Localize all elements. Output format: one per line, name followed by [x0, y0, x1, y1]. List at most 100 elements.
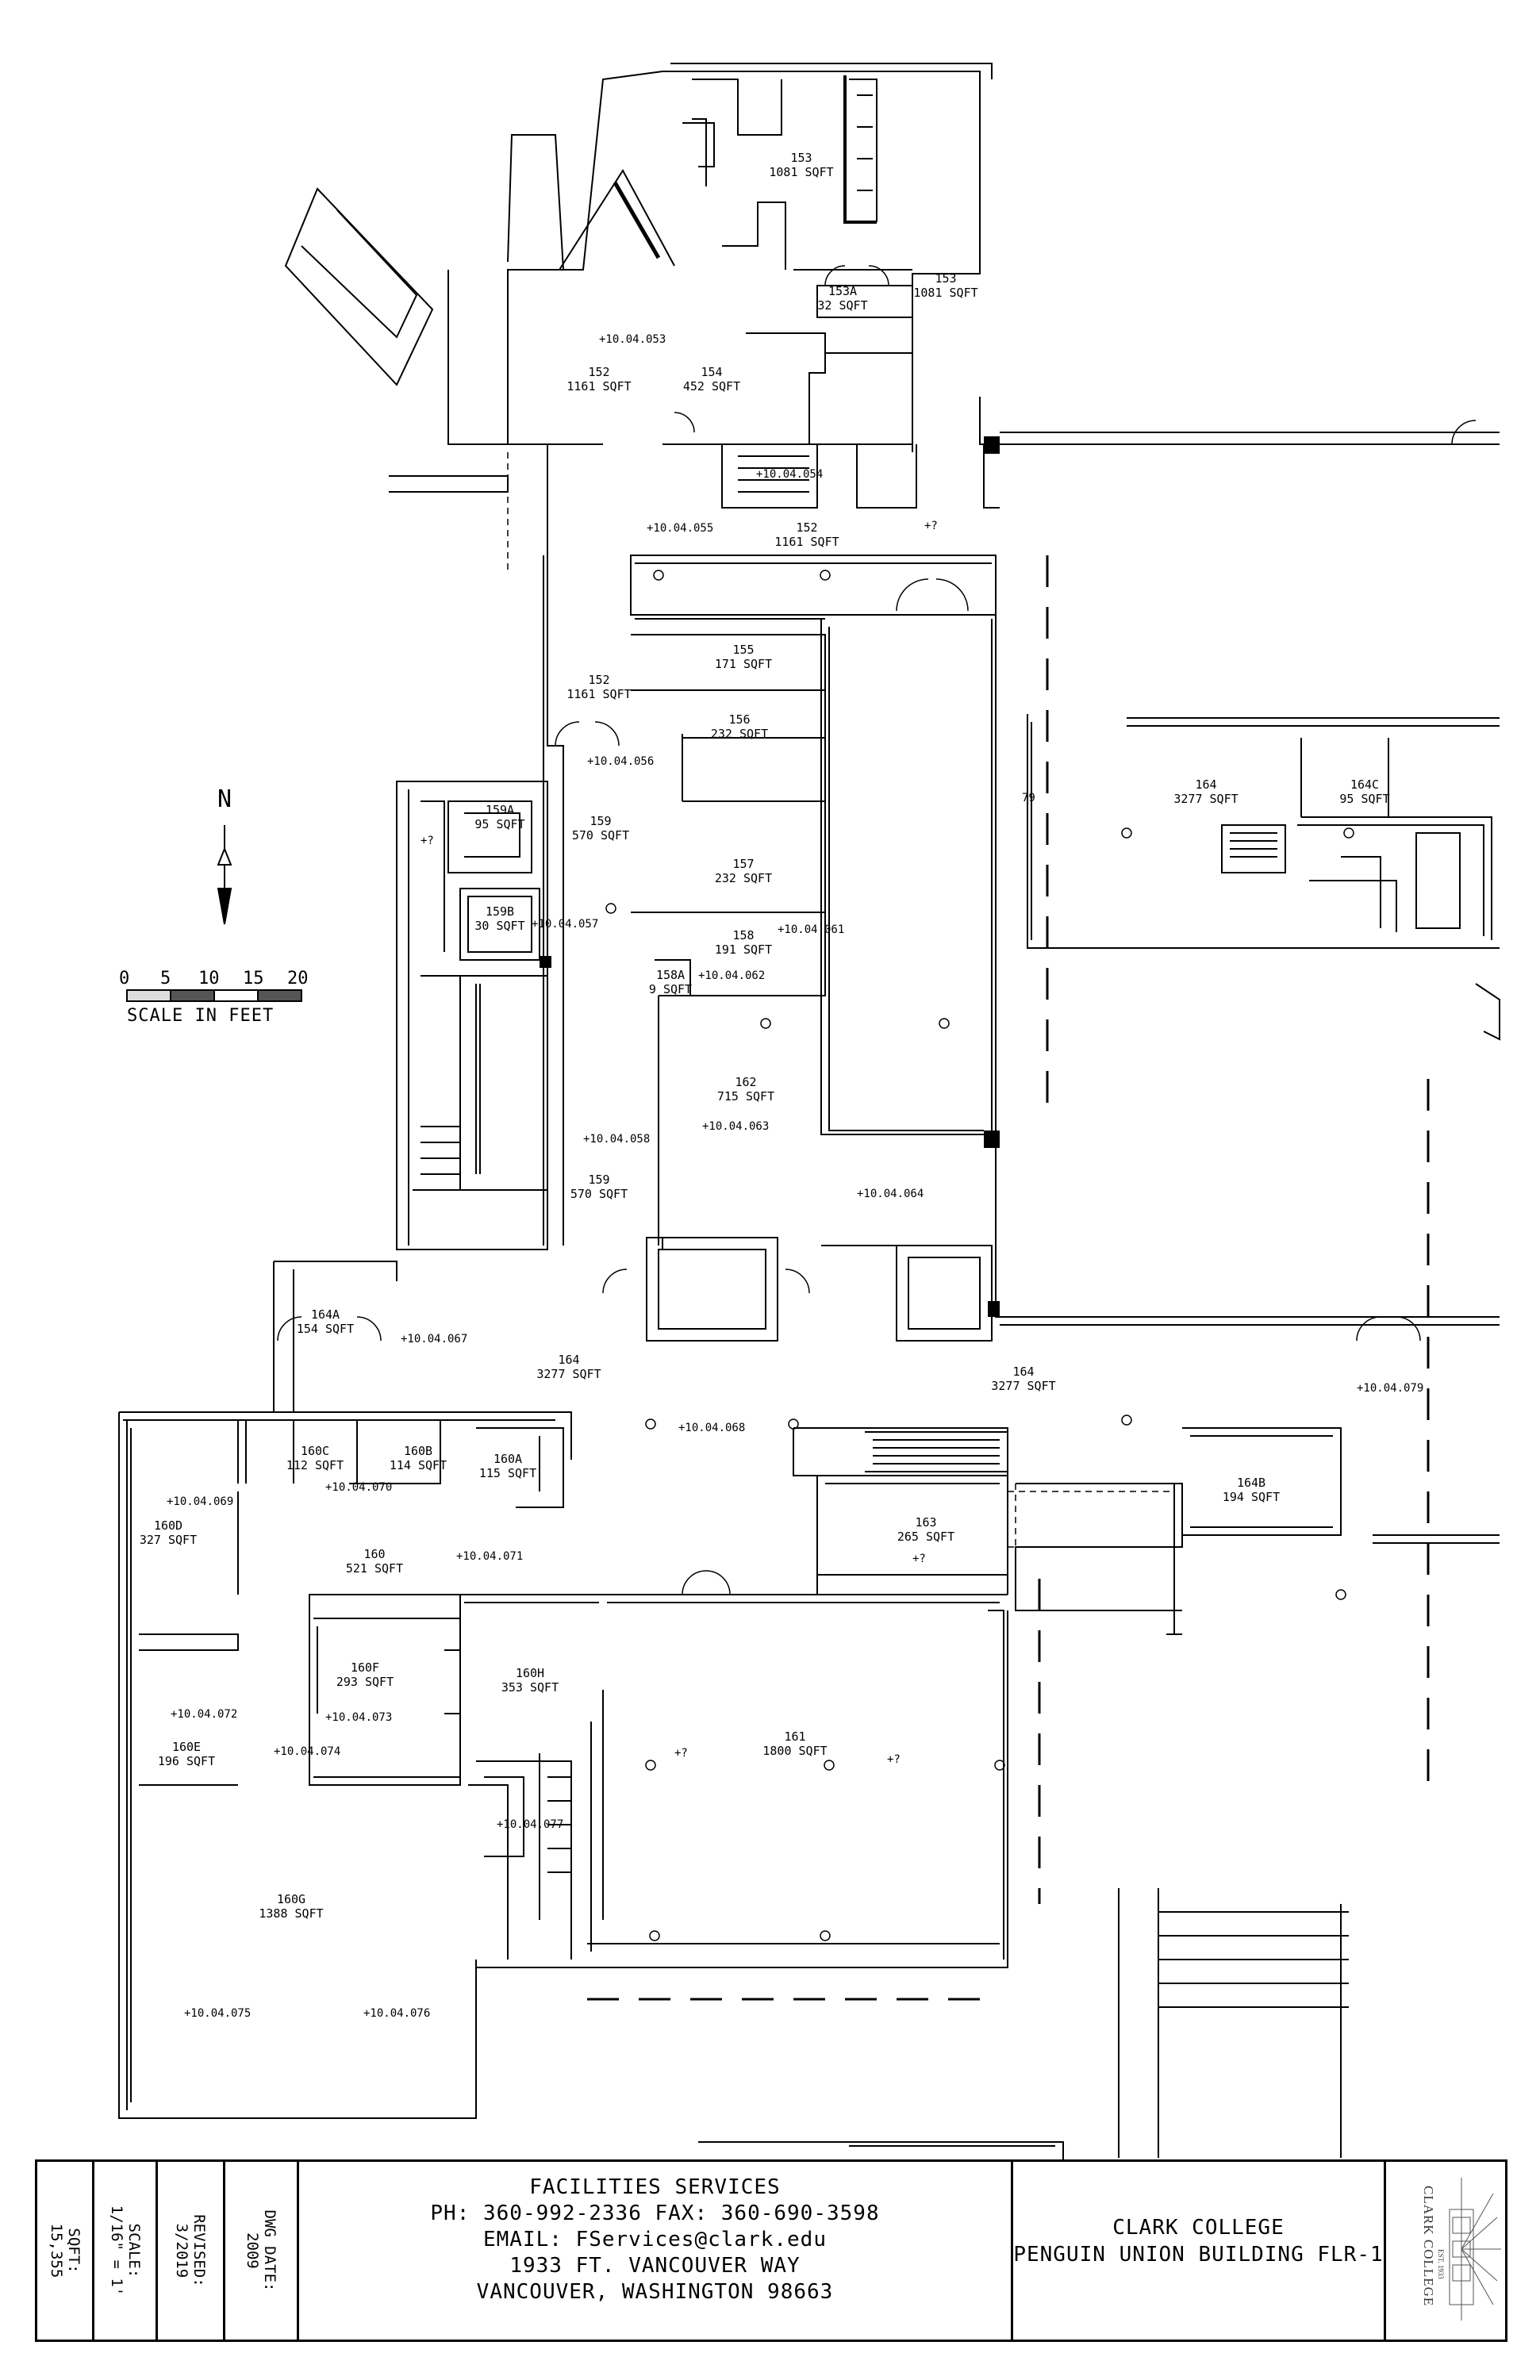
room-area: 232 SQFT	[714, 871, 773, 885]
location-marker: +?	[912, 1553, 926, 1565]
location-marker: +?	[421, 835, 434, 847]
room-number: 152	[796, 520, 818, 535]
room-area: 196 SQFT	[157, 1754, 216, 1768]
north-arrow-icon: N	[213, 785, 236, 813]
room-area: 1161 SQFT	[566, 687, 632, 701]
room-number: 160G	[276, 1892, 306, 1906]
revised-value: 3/2019	[173, 2223, 190, 2278]
room-number: 164	[1012, 1365, 1035, 1379]
room-number: 155	[732, 643, 755, 657]
room-area: 3277 SQFT	[991, 1379, 1056, 1393]
scale-field-value: 1/16" = 1'	[107, 2205, 125, 2297]
logo-text: CLARK COLLEGE	[1421, 2186, 1436, 2306]
room-area: 570 SQFT	[570, 1187, 628, 1201]
room-number: 160A	[493, 1452, 523, 1466]
location-marker: +10.04.075	[184, 2007, 252, 2020]
building-name: PENGUIN UNION BUILDING FLR-1	[1013, 2243, 1384, 2267]
room-number: 153	[790, 151, 812, 165]
room-number: 164	[558, 1353, 580, 1367]
location-marker: +10.04.072	[171, 1708, 238, 1721]
title-block: SQFT:15,355 SCALE:1/16" = 1' REVISED:3/2…	[35, 2159, 1507, 2342]
email: EMAIL: FServices@clark.edu	[483, 2228, 827, 2251]
scale-cell: SCALE:1/16" = 1'	[94, 2162, 158, 2340]
room-area: 95 SQFT	[1339, 792, 1390, 806]
room-area: 1081 SQFT	[769, 165, 834, 179]
room-area: 194 SQFT	[1222, 1490, 1281, 1504]
location-marker: +10.04.070	[325, 1481, 393, 1494]
room-number: 160F	[350, 1660, 380, 1675]
room-area: 3277 SQFT	[536, 1367, 601, 1381]
room-area: 1388 SQFT	[259, 1906, 324, 1921]
scale-label: SCALE IN FEET	[127, 1006, 275, 1026]
room-number: 152	[588, 673, 610, 687]
location-marker: +10.04.074	[274, 1745, 341, 1758]
scale-tick: 20	[287, 969, 309, 988]
room-number: 156	[728, 712, 751, 727]
room-number: 159B	[485, 904, 515, 919]
room-number: 159A	[485, 803, 515, 817]
room-number: 161	[784, 1729, 806, 1744]
room-area: 114 SQFT	[389, 1458, 447, 1472]
location-marker: 79	[1022, 792, 1035, 804]
room-number: 164C	[1350, 777, 1380, 792]
dwg-date-cell: DWG DATE:2009	[225, 2162, 299, 2340]
dwg-date-text: DWG DATE:2009	[244, 2210, 278, 2292]
room-area: 293 SQFT	[336, 1675, 394, 1689]
location-marker: +10.04.064	[857, 1188, 924, 1200]
sqft-label: SQFT:	[64, 2228, 83, 2274]
address-line-1: 1933 FT. VANCOUVER WAY	[509, 2254, 801, 2278]
location-marker: +10.04.056	[587, 755, 655, 768]
location-marker: +?	[887, 1753, 901, 1766]
room-number: 159	[588, 1173, 610, 1187]
room-area: 112 SQFT	[286, 1458, 344, 1472]
room-area: 171 SQFT	[714, 657, 773, 671]
location-marker: +10.04.057	[532, 918, 599, 931]
location-marker: +10.04.079	[1357, 1382, 1424, 1395]
department-name: FACILITIES SERVICES	[529, 2175, 781, 2199]
room-number: 164	[1195, 777, 1217, 792]
location-marker: +?	[924, 520, 938, 532]
location-marker: +10.04.071	[456, 1550, 524, 1563]
contact-info: FACILITIES SERVICES PH: 360-992-2336 FAX…	[299, 2162, 1013, 2340]
dwg-date-value: 2009	[244, 2232, 261, 2269]
room-number: 158	[732, 928, 755, 942]
room-number: 160	[363, 1547, 386, 1561]
room-area: 452 SQFT	[682, 379, 741, 393]
room-number: 154	[701, 365, 723, 379]
room-area: 1161 SQFT	[566, 379, 632, 393]
address-line-2: VANCOUVER, WASHINGTON 98663	[476, 2280, 834, 2304]
scale-tick: 15	[243, 969, 264, 988]
room-number: 160E	[171, 1740, 202, 1754]
location-marker: +10.04.053	[599, 333, 666, 346]
location-marker: +10.04.069	[167, 1495, 234, 1508]
room-number: 164B	[1236, 1476, 1266, 1490]
revised-label: REVISED:	[190, 2214, 208, 2287]
room-number: 153	[935, 271, 957, 286]
location-marker: +10.04.063	[702, 1120, 770, 1133]
room-area: 1800 SQFT	[762, 1744, 828, 1758]
scale-tick: 0	[119, 969, 130, 988]
room-area: 327 SQFT	[139, 1533, 198, 1547]
location-marker: +10.04.061	[778, 923, 845, 936]
room-area: 715 SQFT	[716, 1089, 775, 1104]
